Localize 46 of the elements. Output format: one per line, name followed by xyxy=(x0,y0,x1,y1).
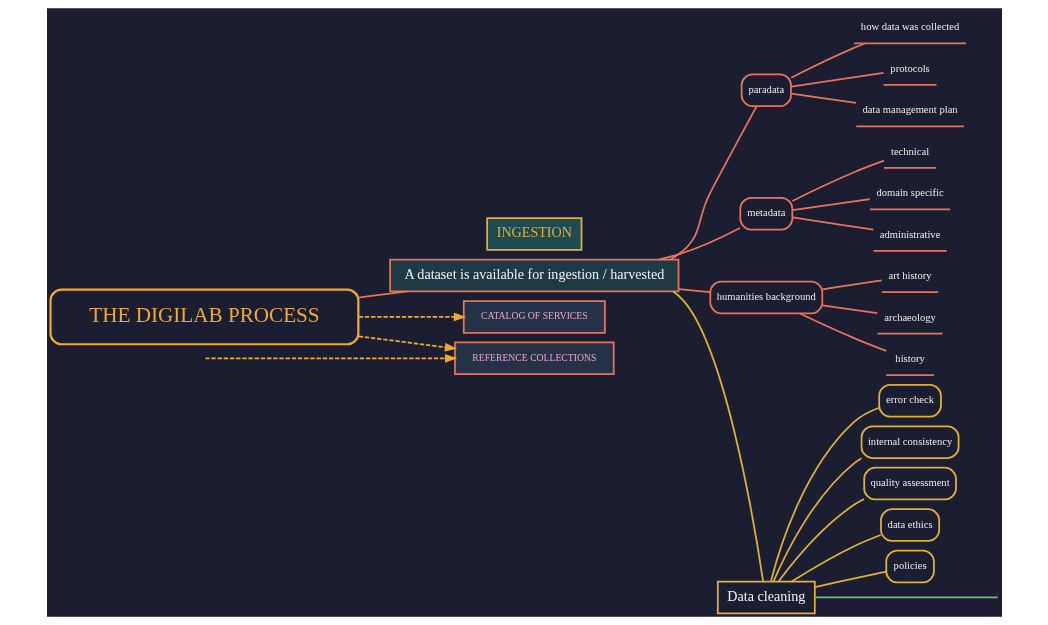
node-box: quality assessment xyxy=(862,466,957,501)
connector xyxy=(671,290,764,583)
node-box: humanities background xyxy=(708,280,823,315)
connector xyxy=(772,457,862,583)
node-text: how data was collected xyxy=(860,21,959,33)
connector xyxy=(798,312,887,352)
connector xyxy=(791,198,871,211)
node-text: protocols xyxy=(889,62,930,74)
connector xyxy=(813,570,887,588)
connector xyxy=(821,304,878,315)
connector xyxy=(821,279,882,291)
node-text: art history xyxy=(887,270,932,282)
node-box: CATALOG OF SERVICES xyxy=(462,300,606,334)
connector xyxy=(790,534,882,583)
connector xyxy=(789,42,866,79)
arrow xyxy=(357,335,457,352)
node-text: archaeology xyxy=(883,311,936,323)
node-box: metadata xyxy=(738,196,793,231)
node-text: technical xyxy=(890,145,929,157)
node-box: THE DIGILAB PROCESS xyxy=(48,288,359,346)
connector xyxy=(769,406,880,583)
node-box: data ethics xyxy=(879,508,940,542)
connector xyxy=(813,596,999,599)
connector xyxy=(791,216,874,231)
connector xyxy=(657,227,741,261)
node-box: A dataset is available for ingestion / harvested xyxy=(388,258,679,293)
connector xyxy=(677,288,711,294)
node-text: administrative xyxy=(879,228,940,240)
connector xyxy=(789,92,857,104)
arrow xyxy=(204,354,457,363)
node-box: REFERENCE COLLECTIONS xyxy=(453,341,615,376)
node-text: data management plan xyxy=(861,104,958,116)
node-box: INGESTION xyxy=(485,217,582,251)
node-box: policies xyxy=(884,549,935,584)
node-box: Data cleaning xyxy=(716,580,816,615)
connector xyxy=(357,290,409,299)
connector xyxy=(777,498,865,583)
connector xyxy=(791,159,885,202)
node-text: domain specific xyxy=(875,187,944,199)
connector xyxy=(789,72,884,88)
node-box: paradata xyxy=(740,73,792,107)
node-text: history xyxy=(894,352,925,364)
node-box: internal consistency xyxy=(860,425,959,459)
node-box: error check xyxy=(877,383,942,418)
arrow xyxy=(357,312,466,322)
connector xyxy=(669,105,758,261)
